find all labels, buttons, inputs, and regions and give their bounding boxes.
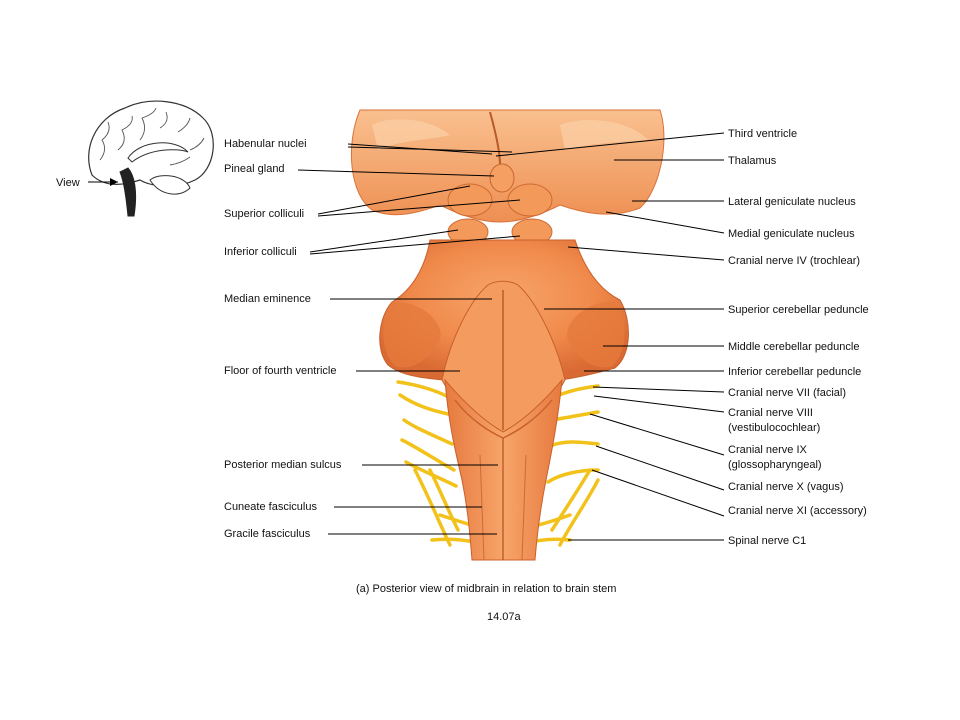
thalamus-highlight-right (560, 120, 648, 150)
corpus-callosum (127, 142, 189, 163)
figure-number: 14.07a (487, 611, 522, 623)
right-labels: Third ventricle Thalamus Lateral genicul… (728, 128, 869, 547)
nerve-vii-left (396, 380, 452, 400)
label-floor-fourth-ventricle: Floor of fourth ventricle (224, 365, 337, 377)
label-cranial-nerve-iv: Cranial nerve IV (trochlear) (728, 255, 860, 267)
leader-lines (297, 132, 725, 541)
label-spinal-nerve-c1: Spinal nerve C1 (728, 535, 806, 547)
label-cranial-nerve-ix-line1: Cranial nerve IX (728, 444, 808, 456)
thalamus-highlight-left (372, 119, 450, 150)
nerve-ix-left (402, 418, 454, 446)
label-third-ventricle: Third ventricle (728, 128, 797, 140)
label-superior-cerebellar-peduncle: Superior cerebellar peduncle (728, 304, 869, 316)
brainstem-illustration (350, 109, 665, 561)
superior-colliculus-right (507, 183, 553, 217)
figure-caption: (a) Posterior view of midbrain in relati… (356, 583, 616, 595)
cerebellum-inset (149, 175, 191, 195)
label-cranial-nerve-xi: Cranial nerve XI (accessory) (728, 505, 867, 517)
nerve-viii-right (550, 410, 600, 422)
label-lateral-geniculate-nucleus: Lateral geniculate nucleus (728, 196, 856, 208)
middle-peduncle-right (567, 301, 625, 368)
nerve-viii-left (398, 393, 450, 416)
label-habenular-nuclei: Habenular nuclei (224, 138, 307, 150)
label-cuneate-fasciculus: Cuneate fasciculus (224, 501, 317, 513)
label-medial-geniculate-nucleus: Medial geniculate nucleus (728, 228, 855, 240)
nerve-ix-right (548, 440, 600, 448)
label-cranial-nerve-viii-line2: (vestibulocochlear) (728, 422, 820, 434)
middle-peduncle-left (383, 301, 441, 368)
nerve-x-left (400, 438, 456, 472)
label-thalamus: Thalamus (728, 155, 777, 167)
brain-gyri (99, 107, 205, 166)
label-median-eminence: Median eminence (224, 293, 311, 305)
view-arrowhead (110, 178, 118, 186)
label-gracile-fasciculus: Gracile fasciculus (224, 528, 311, 540)
nerve-xi-right (550, 468, 592, 532)
label-inferior-cerebellar-peduncle: Inferior cerebellar peduncle (728, 366, 861, 378)
label-cranial-nerve-x: Cranial nerve X (vagus) (728, 481, 844, 493)
label-cranial-nerve-viii-line1: Cranial nerve VIII (728, 407, 813, 419)
third-ventricle-slit (489, 111, 501, 166)
pineal-gland-shape (489, 163, 515, 193)
brainstem-inset (119, 167, 137, 217)
label-pineal-gland: Pineal gland (224, 163, 285, 175)
view-label: View (56, 177, 80, 189)
cuneate-groove-right (521, 454, 527, 561)
superior-colliculus-left (447, 183, 493, 217)
label-cranial-nerve-ix-line2: (glossopharyngeal) (728, 459, 822, 471)
nerve-xi-left (428, 468, 460, 532)
label-superior-colliculi: Superior colliculi (224, 208, 304, 220)
label-inferior-colliculi: Inferior colliculi (224, 246, 297, 258)
label-middle-cerebellar-peduncle: Middle cerebellar peduncle (728, 341, 859, 353)
label-posterior-median-sulcus: Posterior median sulcus (224, 459, 342, 471)
left-labels: Habenular nuclei Pineal gland Superior c… (224, 138, 342, 540)
label-cranial-nerve-vii: Cranial nerve VII (facial) (728, 387, 846, 399)
view-inset-brain: View (56, 100, 214, 217)
